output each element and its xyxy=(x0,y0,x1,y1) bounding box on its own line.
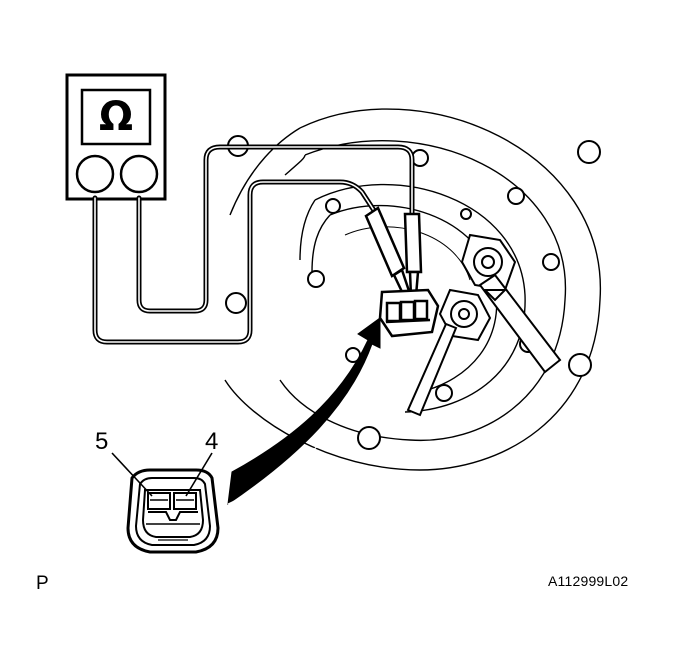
probe-right xyxy=(403,212,423,298)
ohmmeter-icon xyxy=(65,73,167,201)
connector-icon xyxy=(126,468,220,554)
fuel-line-fittings xyxy=(406,233,562,417)
probe-left xyxy=(364,206,412,298)
callout-arrow-icon xyxy=(227,317,381,506)
ohm-symbol: Ω xyxy=(98,94,133,140)
figure-code: A112999L02 xyxy=(548,573,629,589)
terminal-label-4: 4 xyxy=(205,428,219,455)
view-letter: P xyxy=(36,573,49,594)
pump-connector xyxy=(378,288,440,338)
test-leads-inner xyxy=(94,146,413,343)
terminal-label-5: 5 xyxy=(95,428,109,455)
terminal-leaders xyxy=(111,452,213,497)
